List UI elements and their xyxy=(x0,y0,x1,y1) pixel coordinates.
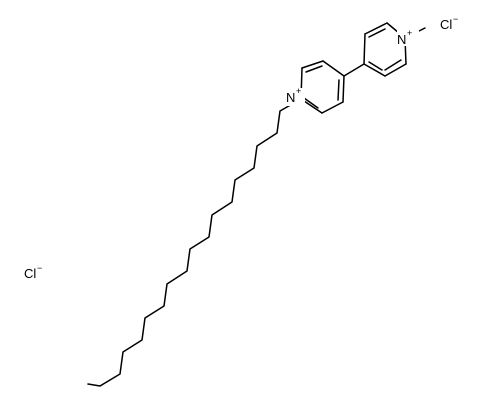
left-nitrogen-label: N xyxy=(286,90,295,105)
chloride-top-label: Cl xyxy=(440,17,452,32)
right-pyridinium-ring xyxy=(363,22,407,77)
right-nitrogen-label: N xyxy=(397,32,406,47)
chloride-left-charge: − xyxy=(37,263,42,273)
chloride-top-charge: − xyxy=(453,14,458,24)
chloride-left-label: Cl xyxy=(24,266,36,281)
left-pyridinium-ring xyxy=(300,60,345,114)
biaryl-bond xyxy=(343,63,365,77)
right-nitrogen: N + xyxy=(397,28,419,47)
chloride-ion-left: Cl − xyxy=(24,263,42,281)
left-nitrogen-charge: + xyxy=(296,86,301,96)
left-nitrogen: N + xyxy=(283,86,305,106)
chloride-ion-top: Cl − xyxy=(440,14,458,32)
right-nitrogen-charge: + xyxy=(407,28,412,38)
alkyl-chain xyxy=(87,98,302,387)
